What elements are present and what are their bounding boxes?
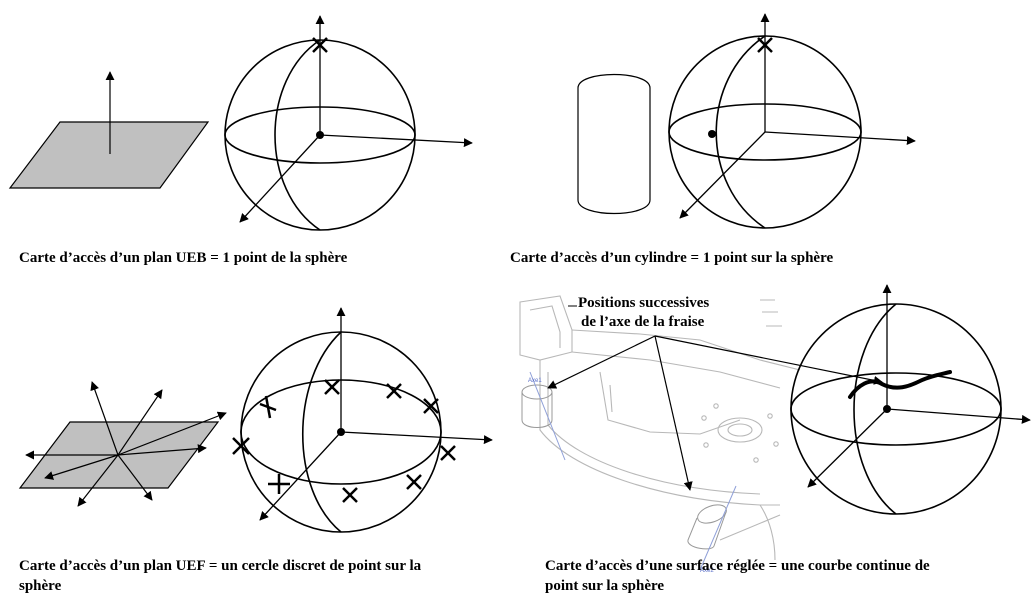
- sphere-meridian: [715, 35, 766, 229]
- sphere-1: [224, 15, 473, 231]
- axis-label-1: Axe1: [528, 378, 542, 384]
- annotation-line-2: de l’axe de la fraise: [581, 314, 705, 330]
- sphere-meridian: [301, 331, 342, 533]
- caption-plan-ueb: Carte d’accès d’un plan UEB = 1 point de…: [19, 250, 348, 266]
- origin-point: [337, 428, 345, 436]
- cad-part-sketch: [519, 295, 801, 561]
- sphere-3: [232, 307, 493, 533]
- tool-axis-2: [687, 485, 737, 571]
- panel-surface-reglee: Axe1 Axe2 Positions successives de l’axe…: [519, 284, 1031, 574]
- origin-point: [316, 131, 324, 139]
- annotation-line-1: Positions successives: [578, 295, 709, 311]
- axis-y: [259, 431, 342, 521]
- panel-plan-uef: [18, 307, 493, 533]
- annotation-arrows: [547, 335, 883, 491]
- axis-y: [239, 134, 321, 223]
- panel-plan-ueb: [8, 15, 473, 231]
- cylinder: [577, 74, 651, 214]
- access-curve: [848, 370, 952, 399]
- axis-y: [679, 131, 766, 219]
- axis-x: [340, 431, 493, 445]
- equator-point: [708, 130, 716, 138]
- sphere-meridian: [853, 303, 897, 515]
- cross-marker: [757, 37, 773, 53]
- plane-direction-arrows: [25, 381, 227, 507]
- panel-cylindre: [577, 13, 916, 229]
- sphere-outline: [790, 303, 1002, 515]
- caption-plan-uef: Carte d’accès d’un plan UEF = un cercle …: [19, 558, 422, 594]
- axis-x: [886, 408, 1031, 424]
- caption-cylindre: Carte d’accès d’un cylindre = 1 point su…: [510, 250, 834, 266]
- axis-x: [319, 134, 473, 148]
- sphere-meridian: [274, 39, 321, 231]
- sphere-equator: [790, 372, 1002, 446]
- axis-y: [807, 408, 888, 488]
- plane-ueb: [8, 121, 210, 189]
- sphere-2: [668, 13, 916, 229]
- sphere-4: [790, 284, 1031, 515]
- caption-surface-reglee: Carte d’accès d’une surface réglée = une…: [545, 558, 930, 594]
- axis-x: [764, 131, 916, 146]
- cross-markers: [232, 379, 456, 503]
- axis-label-2: Axe2: [700, 568, 714, 574]
- cross-marker: [312, 37, 328, 53]
- origin-point: [883, 405, 891, 413]
- tool-axis-1: [521, 371, 566, 461]
